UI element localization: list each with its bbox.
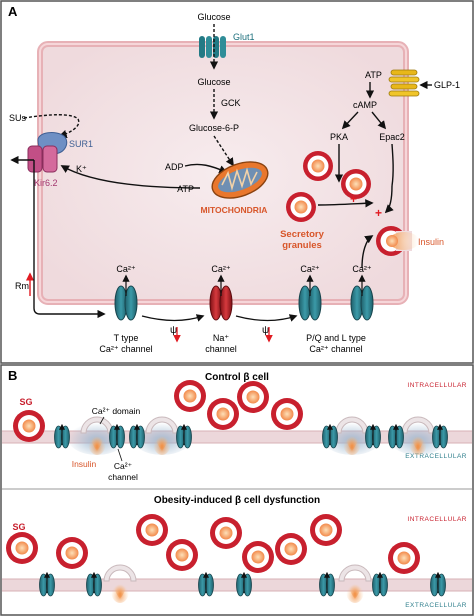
epac2-arrow: [384, 185, 394, 214]
pka-label: PKA: [330, 132, 348, 142]
na-label-line2: channel: [205, 344, 237, 354]
obesity-sg-2: [56, 537, 88, 569]
glucose-top-label: Glucose: [197, 12, 230, 22]
control-sg-5: [271, 398, 303, 430]
plus-sign-2: +: [375, 206, 382, 220]
obesity-sg-1: [6, 532, 38, 564]
exocytosing-granule: [376, 226, 419, 256]
camp-to-pka-arrow: [341, 111, 359, 130]
obesity-sg-label: SG: [12, 522, 25, 532]
glucose-6-p-label: Glucose-6-P: [189, 123, 239, 133]
kir62-left: [27, 145, 43, 173]
control-sg-4: [237, 381, 269, 413]
ca-channel-label-line1: Ca²⁺: [114, 461, 133, 471]
control-insulin-label: Insulin: [72, 459, 97, 469]
sus-label: SUs: [9, 113, 27, 123]
ca-domain-pointer: [99, 416, 105, 425]
control-sg-1: [13, 410, 45, 442]
panel-a-label: A: [8, 4, 18, 19]
granule-mobilize-arrow: [317, 199, 374, 208]
glucose-inside-label: Glucose: [197, 77, 230, 87]
control-title: Control β cell: [205, 372, 269, 383]
sus-binding-arrow: [23, 114, 80, 139]
ca-to-exocytosis-arrow: [361, 235, 374, 269]
obesity-sg-9: [388, 542, 420, 574]
obesity-sg-4: [166, 539, 198, 571]
epac2-label: Epac2: [379, 132, 405, 142]
t-type-label-line2: Ca²⁺ channel: [99, 344, 152, 354]
secretory-granule-2: [286, 192, 316, 222]
depolarization-arrow: [33, 160, 106, 319]
rm-label: Rm: [15, 281, 29, 291]
na-label-line1: Na⁺: [213, 333, 230, 343]
obesity-sg-3: [136, 514, 168, 546]
psi-label-2: ψ: [262, 325, 269, 336]
ca-channel-pointer: [117, 448, 123, 462]
mito-cristae: [221, 167, 258, 191]
mitochondria-label: MITOCHONDRIA: [201, 205, 268, 215]
secretory-granule-1: [303, 151, 333, 181]
epac2-line: [391, 143, 394, 187]
katp-channel: [27, 132, 68, 173]
insulin-label: Insulin: [418, 237, 444, 247]
na-ca-label: Ca²⁺: [211, 264, 231, 274]
t-to-na-arrow: [141, 314, 205, 322]
adp-label: ADP: [165, 162, 184, 172]
t-type-label-line1: T type: [114, 333, 139, 343]
camp-label: cAMP: [353, 100, 377, 110]
glut1-label: Glut1: [233, 32, 255, 42]
pq-label-line1: P/Q and L type: [306, 333, 366, 343]
secretory-granules-label-line2: granules: [282, 240, 322, 251]
control-extracellular-label: EXTRACELLULAR: [405, 453, 467, 460]
na-to-pq-arrow: [235, 314, 298, 322]
atp-inhibit-arrow: [60, 165, 201, 189]
kir62-right: [42, 145, 58, 173]
insulin-release-plume: [389, 232, 419, 250]
pq-label-line2: Ca²⁺ channel: [309, 344, 362, 354]
obesity-title: Obesity-induced β cell dysfunction: [154, 495, 320, 506]
atp-top-label: ATP: [365, 70, 382, 80]
obesity-ca-influx-arrows: [44, 571, 441, 593]
ca-domain-label: Ca²⁺ domain: [92, 406, 141, 416]
control-sg-3: [207, 398, 239, 430]
camp-to-epac2-arrow: [371, 111, 387, 130]
control-ca-influx-arrows: [59, 423, 443, 445]
panel-b: B Control β cell INTRACELLULAR EXTRACELL…: [0, 364, 474, 616]
obesity-intracellular-label: INTRACELLULAR: [407, 516, 467, 523]
secretory-granules-label-line1: Secretory: [280, 229, 325, 240]
atp-left-label: ATP: [177, 184, 194, 194]
obesity-extracellular-label: EXTRACELLULAR: [405, 602, 467, 609]
k-plus-label: K⁺: [76, 164, 87, 174]
g6p-to-mito-arrow: [213, 135, 234, 167]
obesity-sg-6: [242, 541, 274, 573]
sur1-label: SUR1: [69, 139, 93, 149]
glp1-receptor: [388, 69, 420, 97]
obesity-sg-7: [275, 533, 307, 565]
control-intracellular-label: INTRACELLULAR: [407, 382, 467, 389]
ca-channel-label-line2: channel: [108, 472, 138, 482]
obesity-sg-8: [310, 514, 342, 546]
panel-b-label: B: [8, 368, 17, 383]
plus-sign-1: +: [350, 192, 357, 206]
mitochondrion: [211, 161, 269, 199]
psi-label-1: ψ: [170, 325, 177, 336]
glp1-label: GLP-1: [434, 80, 460, 90]
control-sg-label: SG: [19, 397, 32, 407]
na-channel: [209, 285, 233, 321]
pq-ca-label: Ca²⁺: [300, 264, 320, 274]
t-type-ca-label: Ca²⁺: [116, 264, 136, 274]
gck-label: GCK: [221, 98, 241, 108]
panel-a: A Glucose Glut1 Glucose GCK Glucose-6-P …: [0, 0, 474, 364]
obesity-ca-channels: [39, 573, 446, 597]
obesity-sg-5: [210, 517, 242, 549]
control-sg-2: [174, 380, 206, 412]
l-ca-label: Ca²⁺: [352, 264, 372, 274]
kir62-label: Kir6.2: [34, 178, 58, 188]
